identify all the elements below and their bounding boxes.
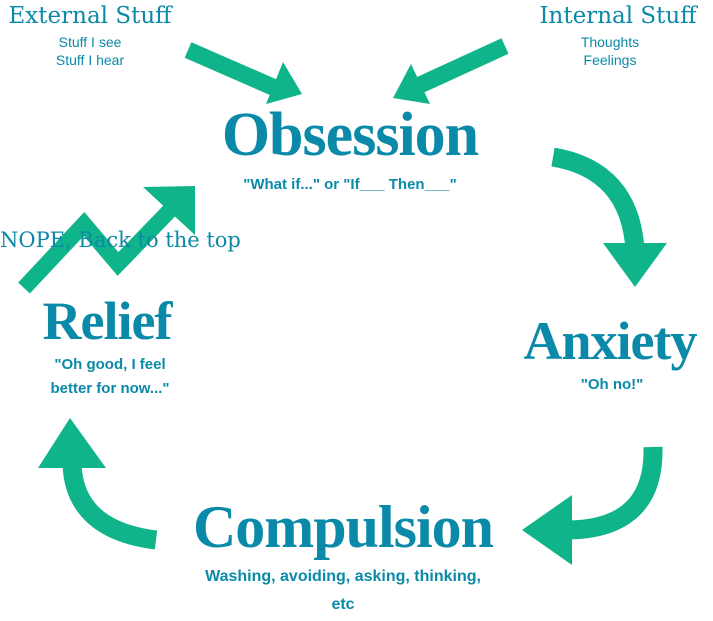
anxiety-subtitle: "Oh no!" bbox=[580, 376, 644, 393]
external-stuff-title: External Stuff bbox=[8, 3, 172, 29]
nope-back-to-top-label: NOPE, Back to the top bbox=[0, 228, 241, 252]
external-stuff-line: Stuff I hear bbox=[55, 52, 125, 68]
internal-stuff-title: Internal Stuff bbox=[539, 3, 697, 29]
compulsion-line: etc bbox=[331, 596, 355, 613]
compulsion-to-relief-arrow bbox=[38, 418, 158, 550]
compulsion-line: Washing, avoiding, asking, thinking, bbox=[205, 568, 481, 585]
anxiety-title: Anxiety bbox=[523, 311, 698, 371]
relief-line: "Oh good, I feel bbox=[54, 356, 166, 373]
internal-stuff-line: Feelings bbox=[583, 52, 637, 68]
relief-line: better for now..." bbox=[50, 380, 170, 397]
relief-title: Relief bbox=[42, 291, 173, 351]
anxiety-to-compulsion-arrow bbox=[522, 446, 663, 565]
obsession-title: Obsession bbox=[221, 101, 479, 169]
internal-stuff-line: Thoughts bbox=[580, 34, 640, 50]
external-arrow bbox=[184, 42, 302, 104]
obsession-subtitle: "What if..." or "If___ Then___" bbox=[243, 176, 457, 193]
external-stuff-line: Stuff I see bbox=[58, 34, 122, 50]
obsession-to-anxiety-arrow bbox=[551, 147, 667, 287]
internal-arrow bbox=[393, 38, 509, 104]
compulsion-title: Compulsion bbox=[192, 494, 494, 560]
zigzag-back-to-top-arrow bbox=[18, 186, 195, 294]
